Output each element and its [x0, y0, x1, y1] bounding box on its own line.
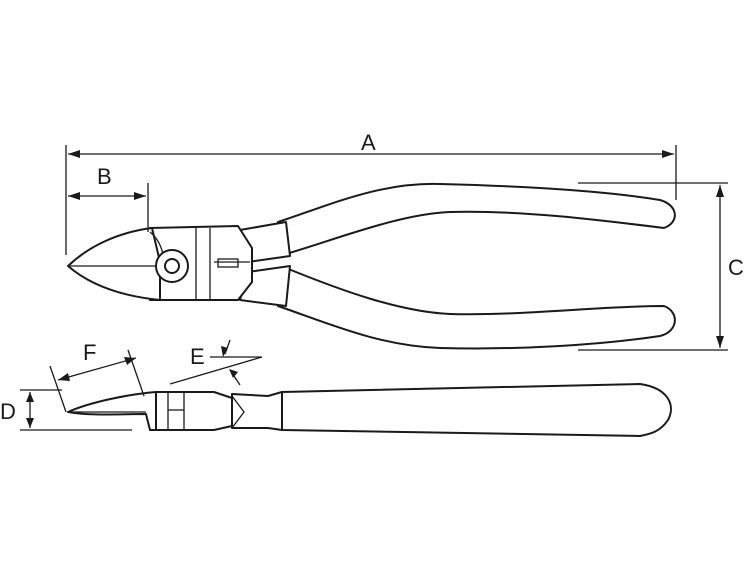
side-jaw [67, 391, 157, 431]
label-c: C [728, 255, 744, 280]
dimension-c: C [578, 182, 744, 351]
dimension-f: F [49, 340, 145, 413]
dimension-e: E [169, 339, 263, 386]
upper-handle [277, 182, 676, 255]
label-e: E [190, 344, 205, 369]
top-view-pliers [67, 182, 676, 350]
side-neck [231, 391, 283, 431]
label-b: B [97, 164, 112, 189]
label-d: D [0, 399, 16, 424]
label-f: F [83, 340, 96, 365]
side-view-pliers [67, 383, 672, 437]
label-a: A [361, 130, 376, 155]
cutting-jaw [67, 227, 161, 301]
side-handle [281, 383, 672, 437]
pivot-bolt [155, 249, 189, 283]
dimension-a: A [65, 130, 677, 255]
dimension-b: B [68, 164, 149, 232]
lower-handle [277, 267, 676, 350]
dimension-d: D [0, 389, 132, 431]
